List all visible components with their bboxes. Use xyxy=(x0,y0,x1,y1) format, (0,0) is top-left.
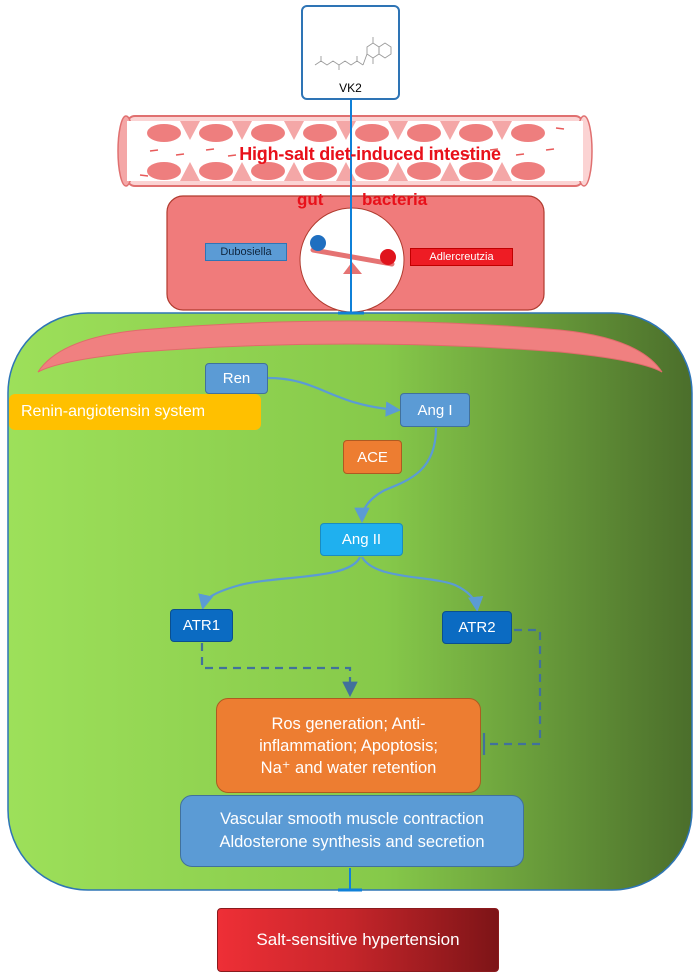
intestine-title: High-salt diet-induced intestine xyxy=(239,144,501,164)
ras-label: Renin-angiotensin system xyxy=(9,394,261,430)
atr1-node: ATR1 xyxy=(170,609,233,642)
ren-node: Ren xyxy=(205,363,268,394)
pink-arch xyxy=(37,320,663,373)
vk2-box xyxy=(301,5,400,100)
vk2-label: VK2 xyxy=(339,81,362,95)
hypertension-box: Salt-sensitive hypertension xyxy=(217,908,499,972)
effects-line-1: Ros generation; Anti- xyxy=(271,714,426,733)
balance-icon xyxy=(310,235,396,274)
ang2-node: Ang II xyxy=(320,523,403,556)
vascular-box: Vascular smooth muscle contraction Aldos… xyxy=(180,795,524,867)
effects-line-3: Na⁺ and water retention xyxy=(260,758,437,777)
gut-label: gut xyxy=(297,190,324,209)
dashed-inhibit-atr2 xyxy=(484,628,542,746)
vascular-line-2: Aldosterone synthesis and secretion xyxy=(219,833,485,851)
arrow-ren-to-ang1 xyxy=(267,376,402,417)
vascular-line-1: Vascular smooth muscle contraction xyxy=(220,810,484,828)
effects-line-2: inflammation; Apoptosis; xyxy=(259,736,438,755)
bacteria-label: bacteria xyxy=(362,190,428,209)
arrow-ang2-to-atr1 xyxy=(198,556,362,611)
dubosiella-tag: Dubosiella xyxy=(205,243,287,261)
molecule-structure-icon xyxy=(314,37,392,70)
arrow-ang1-to-ang2 xyxy=(354,427,438,524)
adlercreutzia-tag: Adlercreutzia xyxy=(410,248,513,266)
atr2-node: ATR2 xyxy=(442,611,512,644)
dashed-arrow-atr1 xyxy=(200,643,358,698)
intestine-tube xyxy=(117,115,593,187)
effects-box: Ros generation; Anti- inflammation; Apop… xyxy=(216,698,481,793)
ang1-node: Ang I xyxy=(400,393,470,427)
ace-node: ACE xyxy=(343,440,402,474)
arrow-ang2-to-atr2 xyxy=(361,556,484,613)
